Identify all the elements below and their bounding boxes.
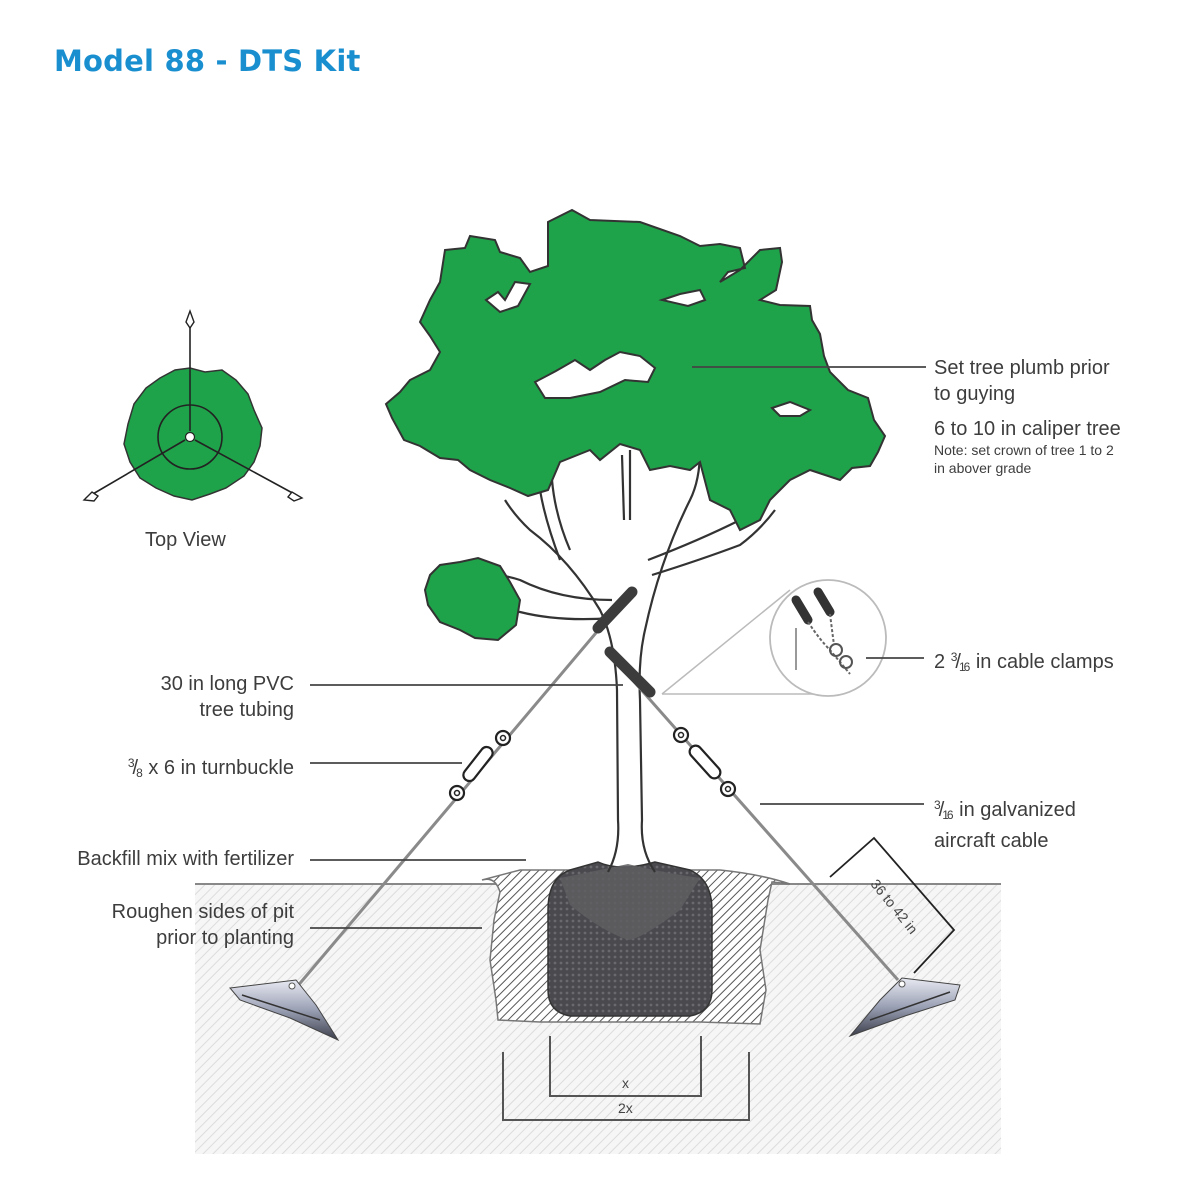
diagram-title: Model 88 - DTS Kit: [54, 44, 361, 78]
callout-plumb-line2: to guying: [934, 383, 1016, 405]
root-ball: [547, 861, 713, 1017]
pvc-tubing-right: [604, 646, 656, 698]
anchor-left-icon: [229, 979, 340, 1042]
callout-note: Note: set crown of tree 1 to 2 in abover…: [934, 441, 1114, 477]
rootball-width-label: x: [622, 1075, 629, 1091]
callout-cable-clamps: 2 3/16 in cable clamps: [934, 650, 1114, 674]
leader-lines: [310, 366, 926, 929]
callout-plumb: Set tree plumb prior to guying: [934, 355, 1110, 407]
callout-aircraft-cable: 3/16 in galvanized aircraft cable: [934, 798, 1076, 852]
callout-caliper: 6 to 10 in caliper tree: [934, 418, 1121, 440]
top-view-diagram: [82, 308, 304, 502]
callout-roughen: Roughen sides of pit prior to planting: [111, 901, 294, 949]
top-view-caption: Top View: [145, 529, 226, 551]
anchor-depth-dimension: [829, 836, 956, 974]
anchor-arrow-icon: [185, 308, 195, 330]
cable-clamp-detail: [661, 579, 887, 697]
tree-canopy: [384, 208, 887, 642]
pvc-tubing-left: [592, 586, 638, 634]
turnbuckle-right: [672, 726, 737, 798]
guy-cable-right: [604, 646, 900, 981]
pit-width-dimensions: [502, 1036, 750, 1121]
callout-plumb-line1: Set tree plumb prior: [934, 357, 1110, 379]
callout-turnbuckle: 3/8 x 6 in turnbuckle: [127, 756, 294, 780]
callout-backfill: Backfill mix with fertilizer: [77, 848, 294, 870]
callout-note-line1: Note: set crown of tree 1 to 2: [934, 442, 1114, 458]
callout-note-line2: in abover grade: [934, 460, 1032, 476]
turnbuckle-left: [448, 729, 512, 802]
pit-width-label: 2x: [618, 1100, 633, 1116]
anchor-right-icon: [848, 977, 961, 1038]
callout-pvc-tubing: 30 in long PVC tree tubing: [160, 673, 294, 721]
